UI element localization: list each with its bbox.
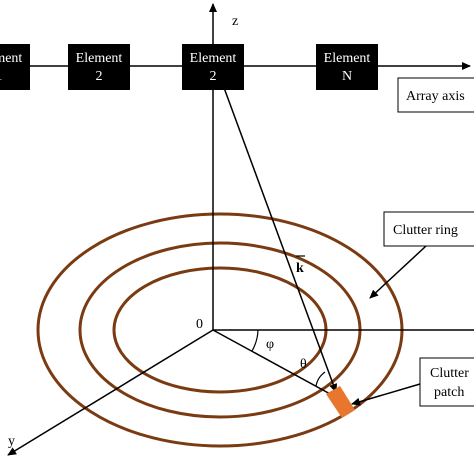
- clutter-patch-label-line1: Clutter: [430, 366, 469, 381]
- k-label-text: k: [296, 261, 304, 276]
- k-vector-line: [215, 65, 337, 393]
- element-1-label-line2: 1: [0, 69, 3, 84]
- clutter-patch: [326, 386, 355, 418]
- clutter-patch-pointer: [351, 383, 421, 406]
- phi-label: φ: [266, 337, 274, 352]
- element-3-label-line1: Element: [190, 51, 237, 66]
- phi-angle-arc: [251, 329, 259, 352]
- array-axis-label: Array axis: [406, 89, 465, 104]
- element-box-2: Element 2: [68, 44, 130, 90]
- element-2-label-line2: 2: [96, 69, 103, 84]
- clutter-ring-label: Clutter ring: [393, 223, 458, 238]
- z-axis-label: z: [232, 14, 238, 29]
- origin-label: 0: [196, 317, 203, 332]
- theta-label: θ: [300, 357, 307, 372]
- element-2-label-line1: Element: [76, 51, 123, 66]
- clutter-patch-label-line2: patch: [434, 385, 464, 400]
- element-box-4: Element N: [316, 44, 378, 90]
- array-axis-callout: Array axis: [397, 77, 474, 113]
- k-vector-label: k: [296, 255, 305, 276]
- theta-angle-arc: [315, 371, 326, 387]
- element-4-label-line2: N: [342, 69, 352, 84]
- clutter-patch-callout: Clutter patch: [351, 357, 474, 407]
- y-axis-label: y: [8, 434, 15, 449]
- element-4-label-line1: Element: [324, 51, 371, 66]
- element-3-label-line2: 2: [210, 69, 217, 84]
- clutter-ring-pointer: [369, 245, 427, 299]
- ground-projection-line: [212, 329, 333, 396]
- y-axis-line: [7, 329, 214, 456]
- clutter-ring-callout: Clutter ring: [369, 211, 474, 299]
- element-box-1: Element 1: [0, 44, 30, 90]
- element-1-label-line1: Element: [0, 51, 22, 66]
- element-box-3: Element 2: [182, 44, 244, 90]
